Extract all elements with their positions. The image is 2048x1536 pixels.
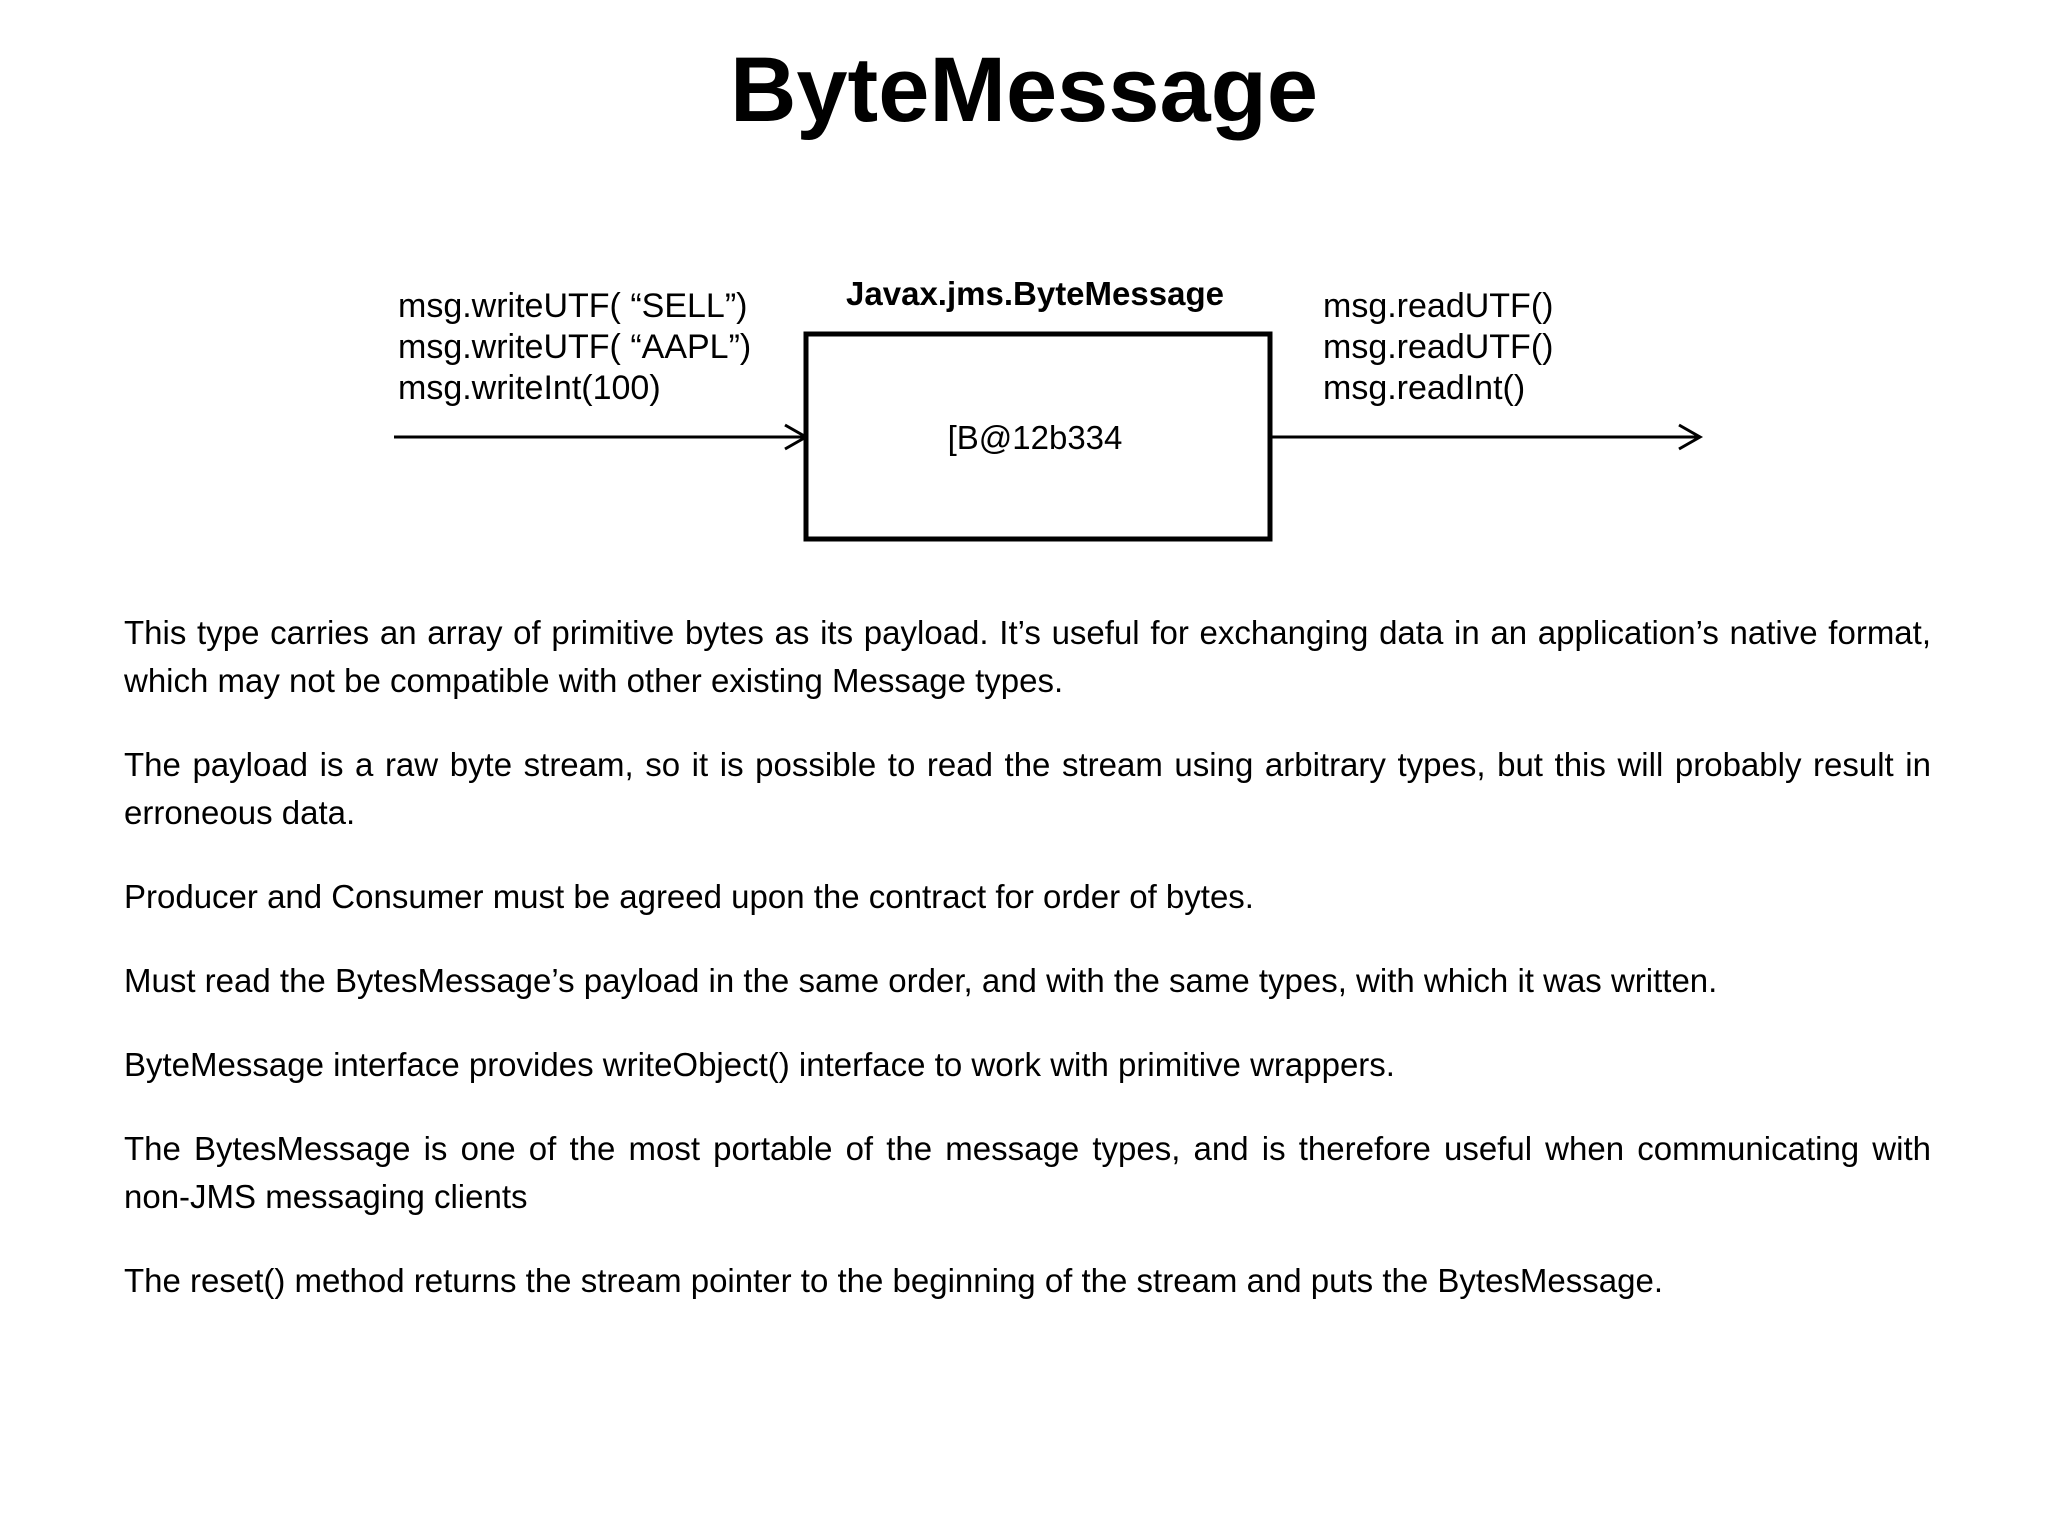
read-call-line: msg.readUTF() (1323, 328, 1554, 366)
paragraph: Producer and Consumer must be agreed upo… (124, 878, 1254, 915)
paragraph: The payload is a raw byte stream, so it … (124, 746, 1931, 831)
message-box (803, 331, 1273, 542)
outgoing-arrowhead (1678, 423, 1704, 451)
write-call-line: msg.writeUTF( “AAPL”) (398, 328, 752, 366)
box-label: Javax.jms.ByteMessage (846, 275, 1224, 312)
read-call-line: msg.readInt() (1323, 369, 1526, 407)
paragraph: ByteMessage interface provides writeObje… (124, 1046, 1395, 1083)
paragraph: The reset() method returns the stream po… (124, 1262, 1663, 1299)
message-flow-diagram: msg.writeUTF( “SELL”) msg.writeUTF( “AAP… (0, 0, 2048, 600)
write-call-line: msg.writeInt(100) (398, 369, 661, 407)
paragraph: This type carries an array of primitive … (124, 614, 1931, 699)
paragraph: The BytesMessage is one of the most port… (124, 1130, 1931, 1215)
read-calls: msg.readUTF() msg.readUTF() msg.readInt(… (1323, 286, 1553, 409)
box-value: [B@12b334 (947, 419, 1123, 456)
write-call-line: msg.writeUTF( “SELL”) (398, 287, 748, 325)
page-title: ByteMessage (729, 39, 1319, 141)
description-text: This type carries an array of primitive … (124, 609, 1931, 1341)
diagram-graphics (394, 331, 1704, 542)
write-calls: msg.writeUTF( “SELL”) msg.writeUTF( “AAP… (398, 286, 751, 409)
read-call-line: msg.readUTF() (1323, 287, 1554, 325)
paragraph: Must read the BytesMessage’s payload in … (124, 962, 1718, 999)
